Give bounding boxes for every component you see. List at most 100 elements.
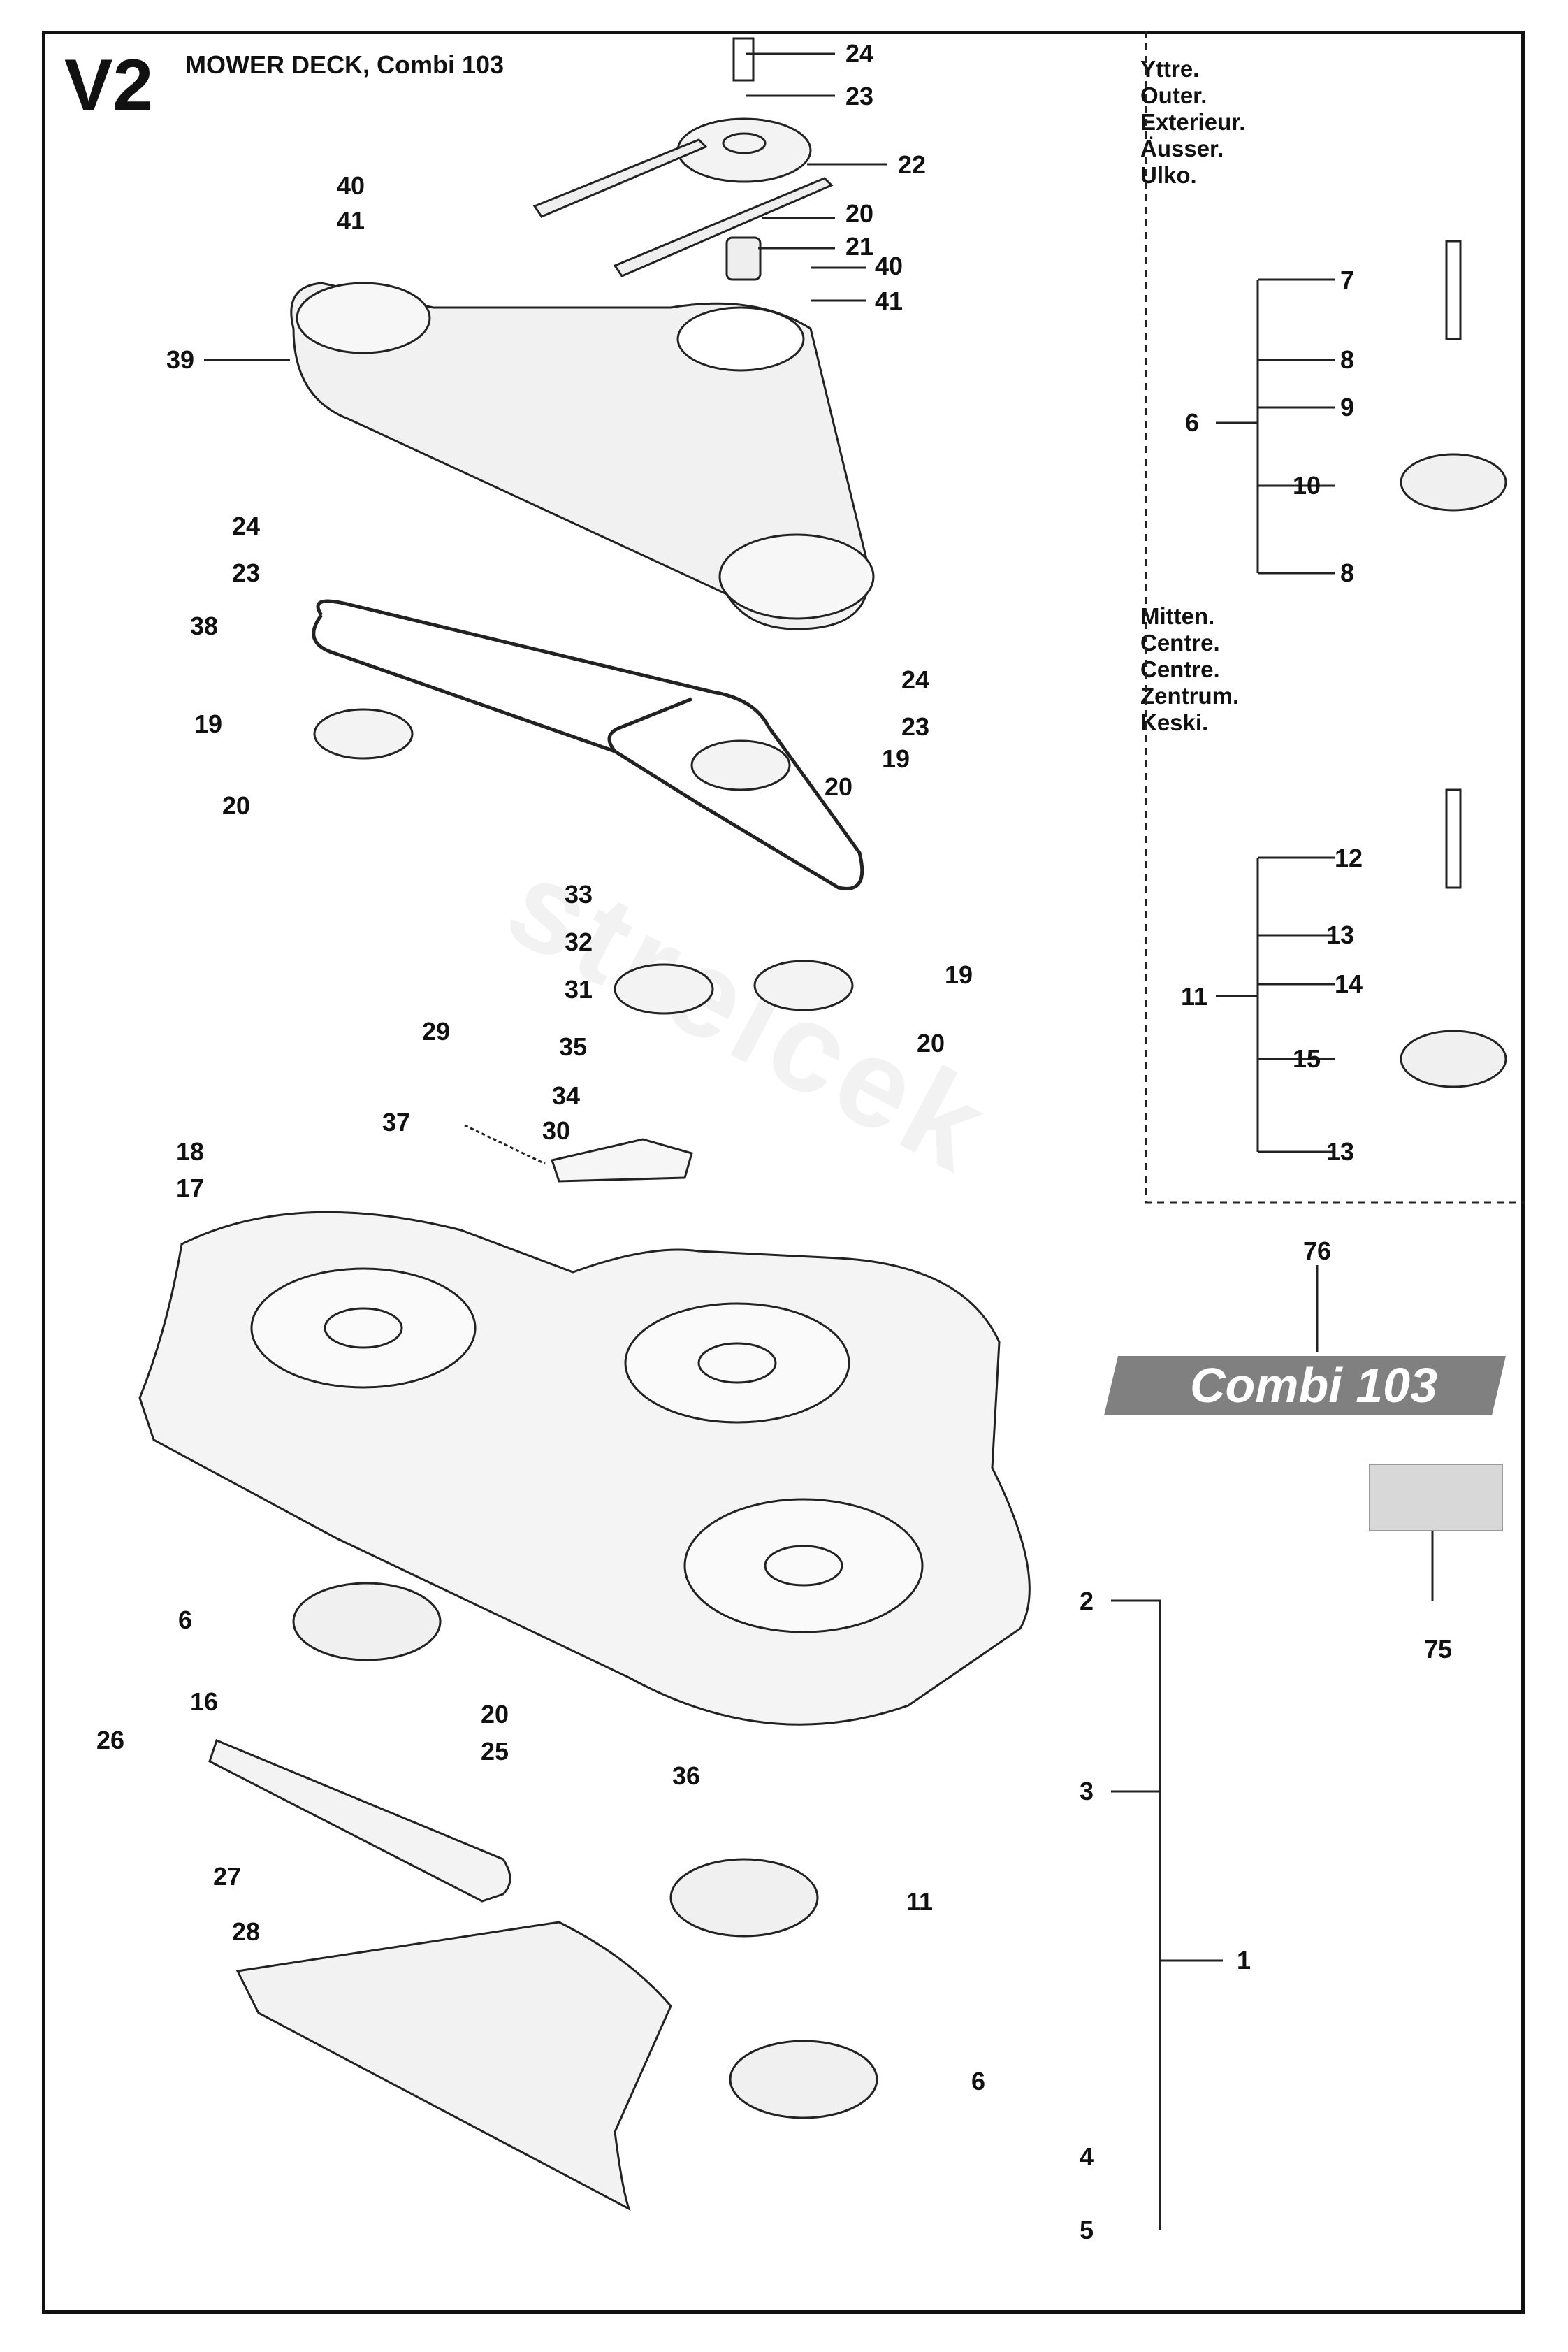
callout: 37 [382, 1108, 410, 1137]
callout: 3 [1080, 1777, 1094, 1805]
callout: 40 [337, 171, 365, 200]
mower-deck [138, 1211, 1031, 1726]
legend-centre: Mitten. Centre. Centre. Zentrum. Keski. [1140, 603, 1239, 736]
callout: 20 [917, 1029, 945, 1058]
leader-lines [204, 52, 1223, 2230]
callout: 28 [232, 1917, 260, 1946]
tension-arm [551, 1138, 693, 1183]
callout: 40 [875, 252, 903, 280]
callout: 41 [875, 287, 903, 315]
deck-hole [764, 1545, 843, 1587]
callout: 31 [565, 975, 593, 1004]
idler-pulley [614, 963, 714, 1015]
callout: 33 [565, 880, 593, 909]
legend-centre-line: Mitten. [1140, 603, 1215, 629]
pulley [313, 708, 414, 760]
bracket-outer [1216, 278, 1335, 575]
page-code: V2 [64, 45, 154, 126]
legend-centre-line: Zentrum. [1140, 683, 1240, 709]
callout: 19 [882, 744, 910, 773]
callout: 13 [1326, 921, 1354, 949]
callout: 8 [1340, 558, 1354, 587]
callout: 8 [1340, 345, 1354, 374]
callout: 26 [96, 1726, 124, 1754]
spindle-assembly [669, 1858, 819, 1938]
detail-shaft [1445, 240, 1462, 340]
legend-outer: Yttre. Outer. Exterieur. Äusser. Ulko. [1140, 56, 1245, 189]
spring [464, 1124, 546, 1165]
top-pulley-hub [722, 132, 767, 154]
callout: 11 [1181, 982, 1207, 1011]
callout: 39 [166, 345, 194, 374]
blade [208, 1738, 511, 1903]
callout: 38 [190, 612, 218, 640]
callout: 20 [481, 1700, 509, 1729]
brand-plate-shape [1104, 1356, 1506, 1415]
callout: 6 [971, 2067, 985, 2095]
callout: 41 [337, 206, 365, 235]
deck-bowl-middle [624, 1302, 850, 1424]
callout: 6 [178, 1606, 192, 1634]
callout: 12 [1335, 844, 1363, 872]
callout: 15 [1293, 1044, 1321, 1073]
callout: 36 [672, 1761, 700, 1790]
callout: 1 [1237, 1946, 1251, 1975]
cover-opening [676, 306, 805, 372]
detail-shaft [1445, 788, 1462, 889]
callout: 11 [906, 1887, 933, 1916]
callout: 19 [194, 709, 222, 738]
callout: 34 [552, 1081, 580, 1110]
callout: 24 [232, 512, 260, 540]
legend-outer-line: Exterieur. [1140, 109, 1246, 135]
callout: 23 [901, 712, 929, 741]
callout: 23 [845, 82, 873, 110]
deck-hole [324, 1307, 403, 1349]
callout: 16 [190, 1687, 218, 1716]
callout: 22 [898, 150, 926, 179]
callout: 10 [1293, 471, 1321, 500]
brand-decal-text: Combi 103 [1190, 1358, 1437, 1413]
page-title: MOWER DECK, Combi 103 [185, 50, 504, 79]
guard-plate [235, 1921, 672, 2212]
callout: 24 [901, 665, 929, 694]
callout: 24 [845, 39, 873, 68]
belt-decal [1369, 1464, 1503, 1531]
spacer [725, 236, 762, 281]
callout: 32 [565, 928, 593, 956]
deck-hole [697, 1342, 777, 1384]
callout: 13 [1326, 1137, 1354, 1166]
cover-lobe-left [296, 282, 431, 354]
callout: 21 [845, 232, 873, 261]
callout: 19 [945, 960, 973, 989]
detail-spindle-outer [1400, 453, 1507, 512]
callout: 7 [1340, 266, 1354, 294]
belt-strip [532, 138, 708, 218]
legend-outer-line: Yttre. [1140, 56, 1200, 82]
callout: 20 [222, 791, 250, 820]
pulley [690, 739, 791, 791]
callout: 23 [232, 558, 260, 587]
legend-outer-line: Ulko. [1140, 162, 1197, 188]
callout: 25 [481, 1737, 509, 1766]
legend-centre-line: Keski. [1140, 709, 1209, 735]
callout: 29 [422, 1017, 450, 1046]
callout: 27 [213, 1862, 241, 1891]
pulley [753, 960, 854, 1011]
callout: 6 [1185, 408, 1199, 437]
bolt [732, 37, 755, 82]
callout: 2 [1080, 1587, 1094, 1615]
spindle-assembly [292, 1582, 442, 1661]
belt-strip [613, 177, 834, 277]
legend-outer-line: Äusser. [1140, 136, 1224, 161]
page-frame [42, 31, 1525, 2314]
callout: 17 [176, 1174, 204, 1202]
deck-bowl-right [683, 1498, 924, 1633]
callout: 5 [1080, 2216, 1094, 2244]
bracket-centre [1216, 856, 1335, 1153]
legend-outer-line: Outer. [1140, 82, 1207, 108]
callout: 30 [542, 1116, 570, 1145]
legend-centre-line: Centre. [1140, 630, 1220, 656]
detail-box [1145, 31, 1525, 1204]
callout: 75 [1424, 1635, 1452, 1664]
